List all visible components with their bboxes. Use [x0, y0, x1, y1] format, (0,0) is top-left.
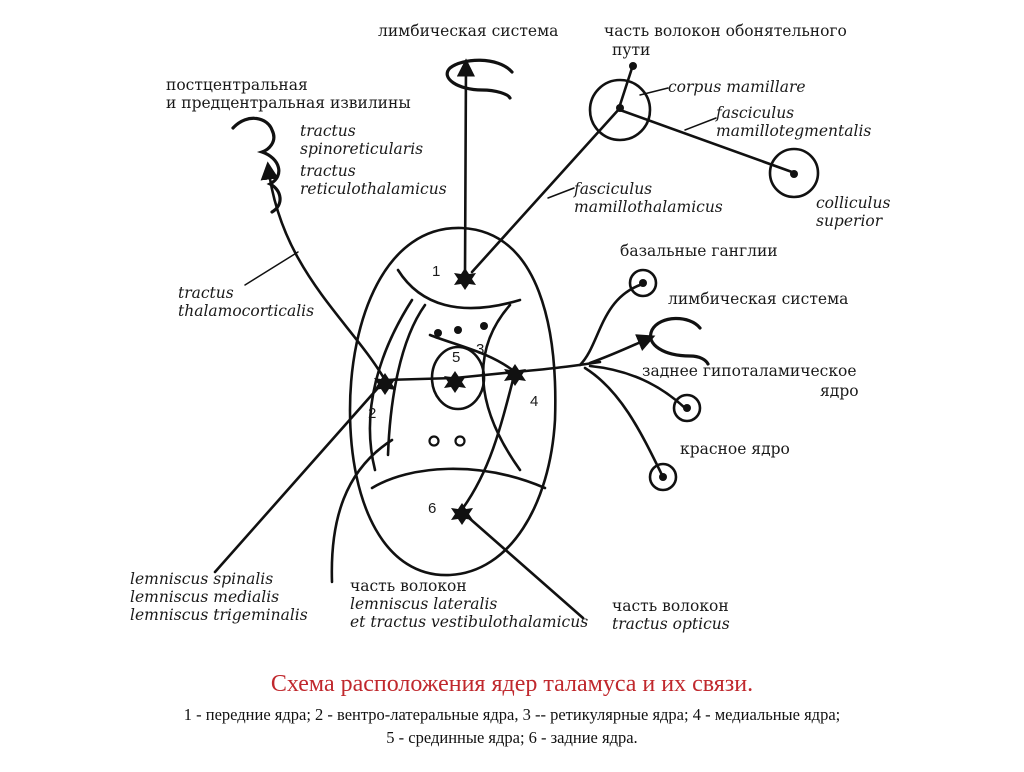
label-fasc-mth-2: mamillothalamicus	[574, 198, 723, 216]
label-lateral-2: lemniscus lateralis	[350, 595, 497, 613]
fiber-mamillothalamic	[470, 106, 622, 274]
leader-mamillothalamic	[547, 187, 575, 199]
label-hypothal-2: ядро	[820, 382, 859, 400]
basal-ganglia-dot	[639, 279, 647, 287]
label-postcentral-1: постцентральная	[166, 76, 308, 94]
label-tractus-sr-1: tractus	[300, 122, 356, 140]
label-tractus-rt-1: tractus	[300, 162, 356, 180]
nucleus-5-number: 5	[452, 349, 460, 366]
neuron-5	[444, 371, 466, 393]
neuron-2	[374, 373, 396, 395]
caption-legend-line-2: 5 - срединные ядра; 6 - задние ядра.	[386, 728, 638, 747]
fiber-thalamocortical	[260, 161, 387, 382]
label-tractus-sr-2: spinoreticularis	[300, 140, 423, 158]
label-red-nucleus: красное ядро	[680, 440, 790, 458]
label-fasc-mt-1: fasciculus	[715, 104, 794, 122]
label-olfactory-2: пути	[612, 41, 650, 59]
basal-ganglia-circle	[628, 268, 658, 298]
leader-mamillotegmental	[684, 117, 717, 131]
fiber-basal-ganglia	[578, 283, 642, 367]
lamina-left	[368, 298, 414, 472]
label-lemniscus-1: lemniscus spinalis	[130, 570, 273, 588]
fiber-red-nucleus	[583, 366, 664, 477]
lamina-lower	[370, 467, 547, 490]
fiber-limbic-right	[588, 334, 656, 365]
corpus-mamillare-circle	[588, 78, 652, 142]
label-tractus-tc-1: tractus	[178, 284, 234, 302]
limbic-c-top	[445, 58, 514, 100]
label-hypothal-1: заднее гипоталамическое	[642, 362, 857, 380]
reticular-dot-2	[454, 326, 462, 334]
red-nucleus-dot	[659, 473, 667, 481]
olfactory-dot	[629, 62, 637, 70]
olfactory-fiber	[618, 66, 634, 107]
colliculus-dot	[790, 170, 798, 178]
nucleus-3-number: 3	[476, 341, 484, 358]
label-lateral-1: часть волокон	[350, 577, 467, 595]
hypothal-circle	[672, 393, 702, 423]
label-basal-ganglia: базальные ганглии	[620, 242, 778, 260]
red-nucleus-circle	[648, 462, 678, 492]
reticular-dot-3	[480, 322, 488, 330]
small-circle-right	[454, 435, 466, 447]
label-colliculus-2: superior	[816, 212, 884, 230]
fiber-lateral-lemniscus	[330, 438, 394, 584]
leader-thalamocortical	[244, 251, 299, 286]
fiber-limbic-top	[456, 58, 476, 277]
lamina-right	[481, 303, 522, 472]
hypothal-dot	[683, 404, 691, 412]
neuron-6	[451, 503, 473, 525]
lamina-upper	[396, 268, 522, 310]
label-limbic-right: лимбическая система	[668, 290, 848, 308]
fiber-internal-2	[428, 333, 517, 374]
small-circle-left	[428, 435, 440, 447]
label-postcentral-2: и предцентральная извилины	[166, 94, 411, 112]
reticular-dot-1	[434, 329, 442, 337]
corpus-mamillare-dot	[616, 104, 624, 112]
label-colliculus-1: colliculus	[816, 194, 890, 212]
nucleus-1-number: 1	[432, 263, 440, 280]
nucleus-4-number: 4	[530, 393, 538, 410]
label-corpus-mamillare: corpus mamillare	[668, 78, 806, 96]
leader-corpus-mamillare	[639, 87, 669, 96]
label-lateral-3: et tractus vestibulothalamicus	[350, 613, 588, 631]
label-optic-1: часть волокон	[612, 597, 729, 615]
neuron-1	[454, 268, 476, 290]
fiber-lemniscus	[213, 378, 387, 574]
caption-title: Схема расположения ядер таламуса и их св…	[270, 671, 754, 697]
label-lemniscus-3: lemniscus trigeminalis	[130, 606, 308, 624]
label-olfactory-1: часть волокон обонятельного	[604, 22, 847, 40]
neuron-4	[504, 364, 526, 386]
fiber-optic	[458, 508, 585, 620]
label-optic-2: tractus opticus	[612, 615, 730, 633]
label-limbic-top: лимбическая система	[378, 22, 558, 40]
limbic-c-right	[649, 316, 710, 366]
nucleus-2-number: 2	[368, 405, 376, 422]
label-tractus-rt-2: reticulothalamicus	[300, 180, 447, 198]
colliculus-circle	[768, 147, 820, 199]
cortex-gyrus-squiggle	[231, 116, 282, 214]
thalamus-outline	[348, 226, 557, 577]
label-fasc-mt-2: mamillotegmentalis	[716, 122, 871, 140]
lamina-left-upper	[386, 303, 427, 457]
label-fasc-mth-1: fasciculus	[573, 180, 652, 198]
nucleus-6-number: 6	[428, 500, 436, 517]
label-lemniscus-2: lemniscus medialis	[130, 588, 279, 606]
fiber-optic-up	[461, 370, 517, 510]
label-tractus-tc-2: thalamocorticalis	[178, 302, 314, 320]
caption-legend-line-1: 1 - передние ядра; 2 - вентро-латеральны…	[183, 705, 841, 724]
fiber-mamillotegmental	[618, 108, 794, 174]
